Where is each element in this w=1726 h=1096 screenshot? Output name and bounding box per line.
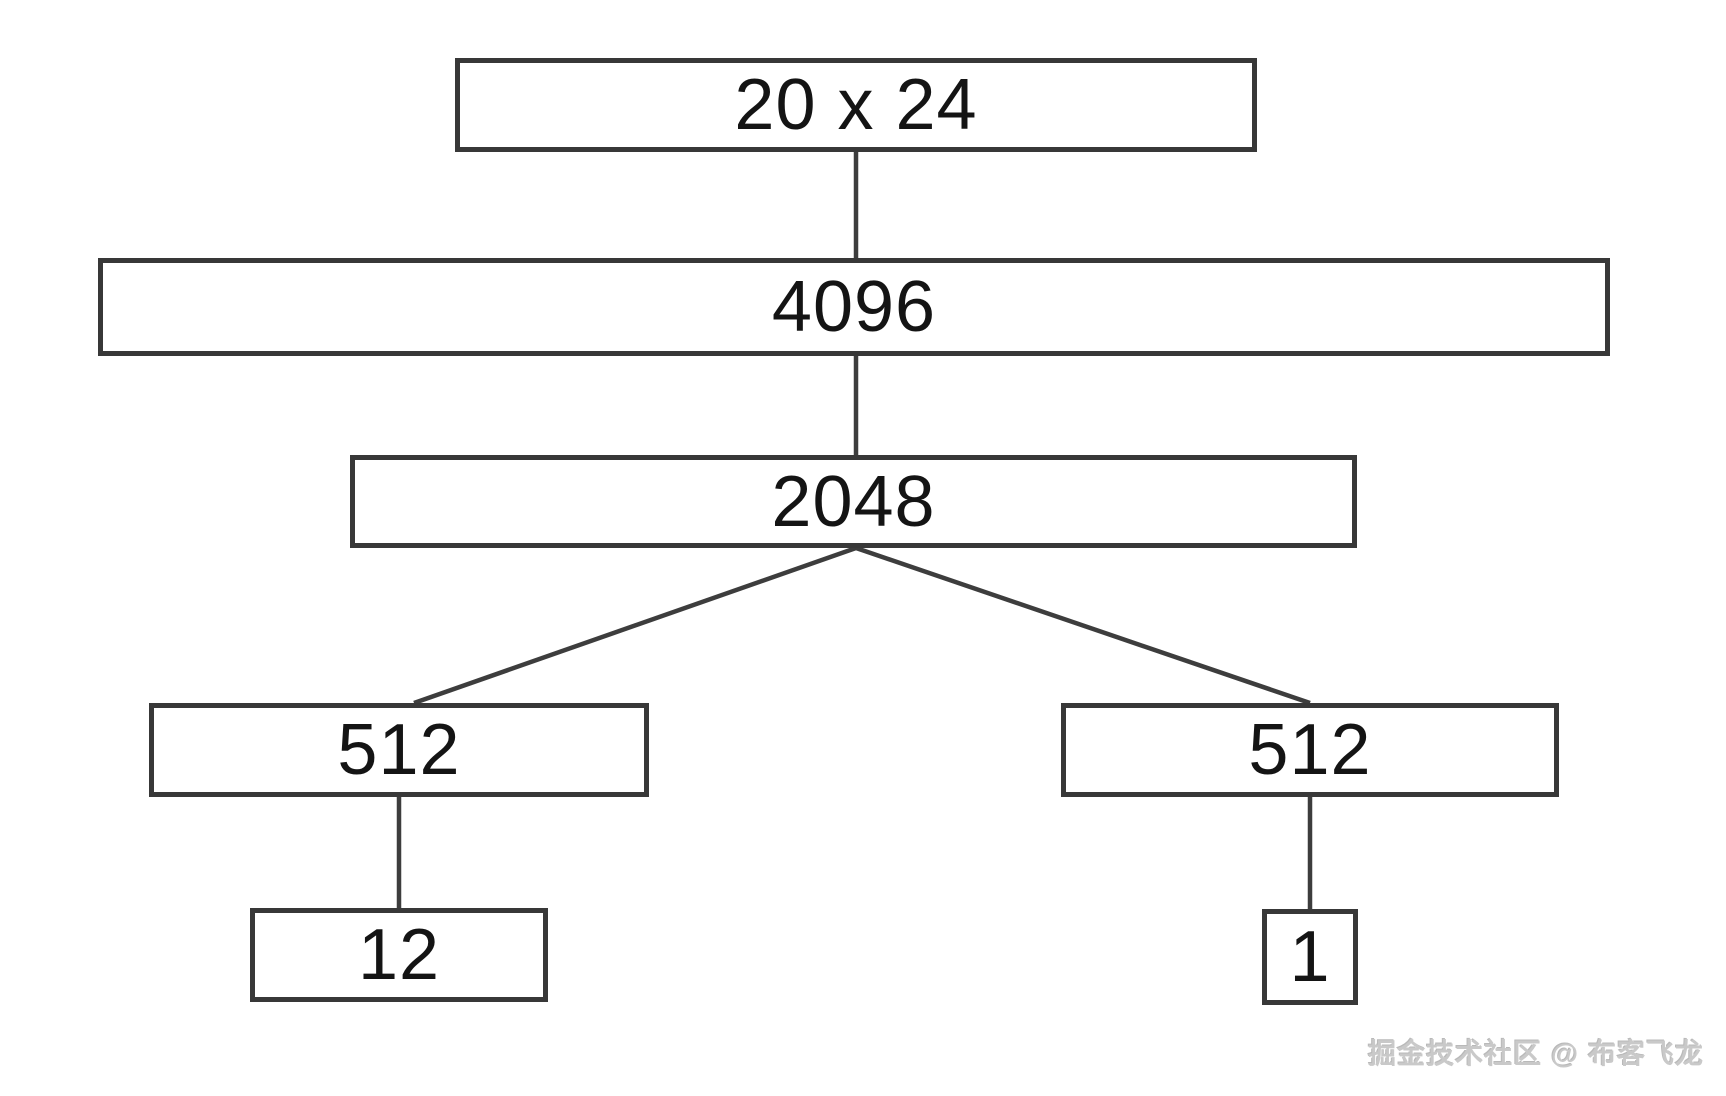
node-left-512-label: 512 xyxy=(337,710,461,790)
node-output-12-label: 12 xyxy=(357,915,441,995)
node-left-512: 512 xyxy=(149,703,649,797)
watermark-text: 掘金技术社区 @ 布客飞龙 xyxy=(1368,1038,1704,1069)
node-fc-2048-label: 2048 xyxy=(771,461,936,542)
node-output-12: 12 xyxy=(250,908,548,1002)
edge-2048-right512 xyxy=(855,545,1311,706)
node-output-1-label: 1 xyxy=(1289,917,1331,997)
node-fc-4096: 4096 xyxy=(98,258,1610,356)
edge-2048-left512 xyxy=(413,545,857,706)
node-right-512: 512 xyxy=(1061,703,1559,797)
node-fc-2048: 2048 xyxy=(350,455,1357,548)
node-input-label: 20 x 24 xyxy=(734,65,978,145)
node-output-1: 1 xyxy=(1262,909,1358,1005)
node-fc-4096-label: 4096 xyxy=(771,267,937,347)
node-right-512-label: 512 xyxy=(1248,710,1372,790)
node-input-20x24: 20 x 24 xyxy=(455,58,1257,152)
